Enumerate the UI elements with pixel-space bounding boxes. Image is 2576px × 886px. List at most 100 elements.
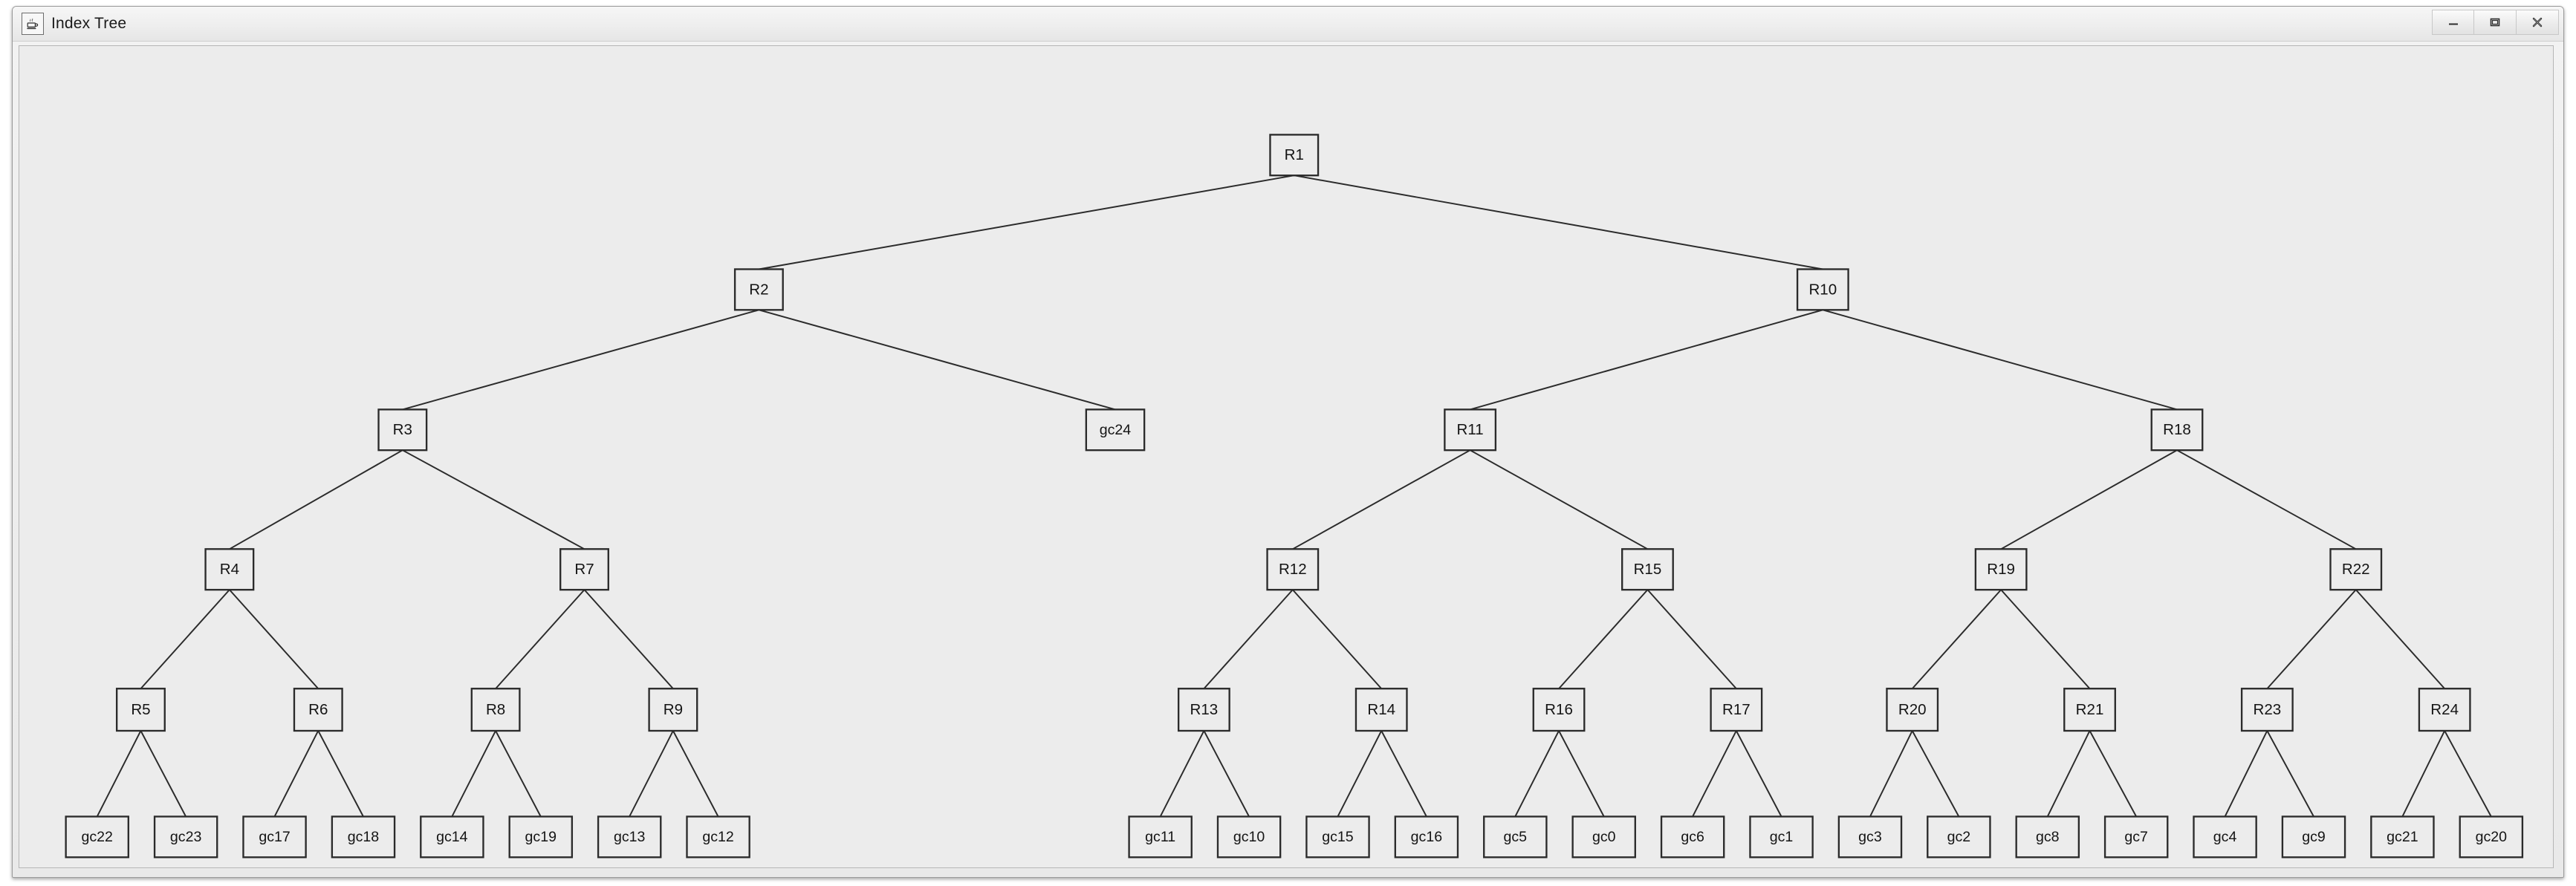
node-label: gc11 — [1145, 829, 1175, 845]
tree-node-gc8[interactable]: gc8 — [2015, 815, 2080, 859]
node-box — [1483, 815, 1548, 859]
tree-node-r9[interactable]: R9 — [648, 688, 698, 732]
tree-node-r1[interactable]: R1 — [1269, 134, 1320, 177]
tree-node-r18[interactable]: R18 — [2150, 408, 2204, 452]
tree-node-r3[interactable]: R3 — [377, 408, 428, 452]
node-label: gc18 — [348, 829, 380, 845]
tree-node-r11[interactable]: R11 — [1444, 408, 1497, 452]
node-box — [2150, 408, 2204, 452]
tree-node-r14[interactable]: R14 — [1354, 688, 1408, 732]
node-box — [2459, 815, 2524, 859]
tree-node-gc15[interactable]: gc15 — [1305, 815, 1370, 859]
tree-node-r13[interactable]: R13 — [1177, 688, 1230, 732]
node-box — [1216, 815, 1282, 859]
tree-node-r16[interactable]: R16 — [1532, 688, 1586, 732]
tree-node-gc11[interactable]: gc11 — [1128, 815, 1193, 859]
tree-edge — [140, 730, 187, 817]
tree-node-gc21[interactable]: gc21 — [2370, 815, 2435, 859]
tree-node-r7[interactable]: R7 — [559, 548, 609, 591]
tree-node-r5[interactable]: R5 — [115, 688, 166, 732]
node-box — [1571, 815, 1636, 859]
tree-node-gc7[interactable]: gc7 — [2103, 815, 2169, 859]
tree-node-r10[interactable]: R10 — [1796, 268, 1849, 311]
tree-node-gc12[interactable]: gc12 — [686, 815, 750, 859]
tree-node-gc24[interactable]: gc24 — [1085, 408, 1146, 452]
tree-node-gc0[interactable]: gc0 — [1571, 815, 1636, 859]
node-label: gc20 — [2476, 829, 2508, 845]
tree-edge — [2444, 730, 2492, 817]
close-button[interactable] — [2517, 10, 2559, 35]
tree-node-r2[interactable]: R2 — [733, 268, 784, 311]
tree-node-gc1[interactable]: gc1 — [1749, 815, 1814, 859]
node-box — [2103, 815, 2169, 859]
tree-node-gc3[interactable]: gc3 — [1837, 815, 1903, 859]
node-label: gc15 — [1322, 829, 1354, 845]
window-title-bar[interactable]: Index Tree — [13, 7, 2563, 42]
tree-node-r6[interactable]: R6 — [293, 688, 343, 732]
tree-node-gc9[interactable]: gc9 — [2281, 815, 2346, 859]
tree-node-gc23[interactable]: gc23 — [153, 815, 218, 859]
tree-edge — [317, 730, 364, 817]
node-label: gc3 — [1858, 829, 1882, 845]
node-label: gc24 — [1100, 422, 1132, 438]
minimize-button[interactable] — [2432, 10, 2474, 35]
tree-node-gc22[interactable]: gc22 — [65, 815, 129, 859]
node-label: R2 — [749, 281, 768, 298]
tree-node-r12[interactable]: R12 — [1266, 548, 1320, 591]
tree-node-r20[interactable]: R20 — [1886, 688, 1939, 732]
tree-node-gc20[interactable]: gc20 — [2459, 815, 2524, 859]
tree-node-gc17[interactable]: gc17 — [242, 815, 307, 859]
tree-edge — [759, 175, 1294, 270]
tree-node-r24[interactable]: R24 — [2418, 688, 2471, 732]
node-box — [1710, 688, 1763, 732]
tree-edge — [583, 589, 674, 689]
tree-edge — [672, 730, 719, 817]
node-box — [293, 688, 343, 732]
tree-node-r23[interactable]: R23 — [2240, 688, 2294, 732]
node-label: R19 — [1987, 561, 2015, 578]
tree-edge — [1381, 730, 1427, 817]
node-label: gc5 — [1504, 829, 1528, 845]
node-label: R23 — [2253, 701, 2281, 718]
tree-node-gc19[interactable]: gc19 — [508, 815, 574, 859]
tree-node-r22[interactable]: R22 — [2329, 548, 2383, 591]
tree-edge — [495, 589, 585, 689]
tree-node-r8[interactable]: R8 — [470, 688, 521, 732]
tree-node-gc18[interactable]: gc18 — [331, 815, 396, 859]
tree-node-r21[interactable]: R21 — [2063, 688, 2116, 732]
tree-node-gc16[interactable]: gc16 — [1394, 815, 1459, 859]
node-box — [470, 688, 521, 732]
node-label: gc6 — [1681, 829, 1704, 845]
tree-node-gc4[interactable]: gc4 — [2193, 815, 2257, 859]
tree-node-r4[interactable]: R4 — [204, 548, 255, 591]
tree-node-r15[interactable]: R15 — [1621, 548, 1674, 591]
node-box — [1085, 408, 1146, 452]
tree-edge — [1470, 309, 1823, 411]
tree-node-gc5[interactable]: gc5 — [1483, 815, 1548, 859]
window-controls — [2432, 10, 2559, 35]
tree-node-r17[interactable]: R17 — [1710, 688, 1763, 732]
tree-edge — [402, 309, 759, 411]
node-box — [1128, 815, 1193, 859]
node-box — [1266, 548, 1320, 591]
tree-edge — [2176, 449, 2357, 550]
tree-edge — [495, 730, 542, 817]
tree-node-gc2[interactable]: gc2 — [1927, 815, 1991, 859]
tree-edge — [1470, 449, 1648, 550]
tree-node-gc6[interactable]: gc6 — [1660, 815, 1725, 859]
tree-node-gc14[interactable]: gc14 — [420, 815, 484, 859]
node-label: gc22 — [82, 829, 113, 845]
tree-node-gc13[interactable]: gc13 — [597, 815, 662, 859]
tree-node-gc10[interactable]: gc10 — [1216, 815, 1282, 859]
java-coffee-cup-icon — [22, 13, 44, 35]
maximize-button[interactable] — [2474, 10, 2517, 35]
tree-edge — [1337, 730, 1383, 817]
tree-node-r19[interactable]: R19 — [1974, 548, 2028, 591]
node-box — [1305, 815, 1370, 859]
tree-edge — [1558, 589, 1649, 689]
tree-edge — [229, 589, 319, 689]
node-box — [204, 548, 255, 591]
node-box — [597, 815, 662, 859]
index-tree-window: Index Tree R1 — [12, 6, 2564, 878]
